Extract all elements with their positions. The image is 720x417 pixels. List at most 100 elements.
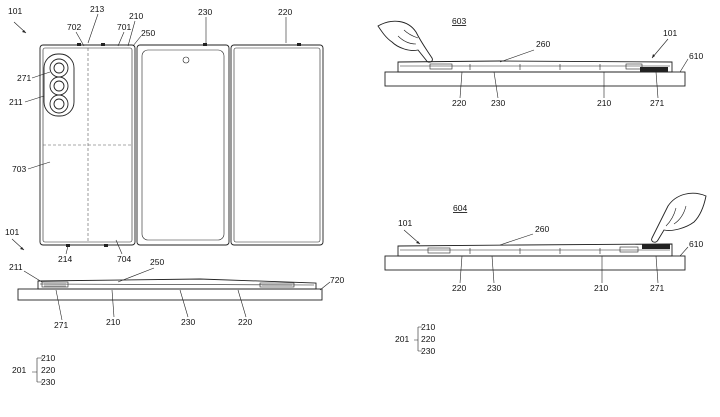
panel-middle [136, 44, 230, 246]
panel-604: 604 101 260 610 220 230 210 271 [384, 192, 707, 293]
panel-603: 603 101 260 610 220 230 210 271 [377, 16, 703, 108]
leader-260-603 [499, 49, 535, 63]
device-stack-604 [397, 243, 673, 257]
hinge-tab-3 [203, 43, 207, 46]
legend-left-item-2: 220 [41, 365, 55, 375]
leader-230-604 [491, 255, 495, 284]
camera-lens-2-core [53, 80, 65, 92]
device-module-604-b [619, 246, 639, 253]
leader-213 [87, 13, 99, 44]
label-704: 704 [117, 254, 131, 264]
label-260-603: 260 [536, 39, 550, 49]
hand-603-fingers [397, 29, 419, 45]
display-screen [141, 49, 225, 241]
label-210-604: 210 [594, 283, 608, 293]
leader-220-side [237, 289, 247, 318]
hand-604-icon [651, 192, 707, 243]
left-labels: 271 211 703 [9, 71, 51, 174]
camera-lens-3-icon [49, 94, 69, 114]
hand-604-fingers [665, 205, 687, 227]
camera-module [43, 53, 75, 117]
main-label-group: 101 [8, 6, 27, 34]
label-230-603: 230 [491, 98, 505, 108]
leader-720 [319, 281, 331, 291]
camera-lens-3-core [53, 98, 65, 110]
camera-lens-1-core [53, 62, 65, 74]
leader-703 [27, 161, 51, 170]
device-ticks-603 [469, 64, 601, 70]
camera-bump-603 [640, 67, 668, 72]
label-271-604: 271 [650, 283, 664, 293]
legend-right-item-3: 230 [421, 346, 435, 356]
device-stack-603 [397, 60, 673, 73]
label-101-603: 101 [663, 28, 677, 38]
leader-230-603 [493, 71, 499, 99]
side-hatch-left [44, 283, 66, 287]
legend-left-brace [32, 357, 42, 383]
label-230-side: 230 [181, 317, 195, 327]
camera-lens-1-icon [49, 58, 69, 78]
leader-250-top [132, 35, 142, 47]
folded-side-view: 101 211 250 720 271 210 230 220 [5, 227, 344, 330]
leader-271-side [55, 289, 63, 321]
label-703: 703 [12, 164, 26, 174]
legend-left: 201 210 220 230 [12, 353, 55, 387]
panel-left [39, 44, 136, 246]
label-702: 702 [67, 22, 81, 32]
label-220-603: 220 [452, 98, 466, 108]
leader-250-side [117, 267, 155, 283]
label-230-top: 230 [198, 7, 212, 17]
device-module-603-a [429, 63, 453, 70]
leader-210-side [111, 289, 115, 318]
camera-bump-604 [642, 244, 670, 249]
legend-right-main: 201 [395, 334, 409, 344]
leader-230-side [179, 289, 189, 318]
camera-lens-2-icon [49, 76, 69, 96]
label-220-604: 220 [452, 283, 466, 293]
leader-220-604 [459, 255, 463, 284]
table-603 [384, 71, 686, 87]
hinge-tab-6 [104, 244, 108, 247]
folded-stack [37, 278, 317, 290]
label-250-top: 250 [141, 28, 155, 38]
label-610-603: 610 [689, 51, 703, 61]
label-210-top: 210 [129, 11, 143, 21]
hinge-tab-4 [297, 43, 301, 46]
label-250-side: 250 [150, 257, 164, 267]
hinge-tab-5 [66, 244, 70, 247]
leader-101-603 [651, 38, 669, 59]
leader-702 [75, 31, 85, 47]
label-720: 720 [330, 275, 344, 285]
side-module-right [259, 282, 295, 288]
label-610-604: 610 [689, 239, 703, 249]
leader-260-604 [499, 233, 534, 246]
label-271-603: 271 [650, 98, 664, 108]
arrow-101 [22, 30, 26, 33]
arrow-101-side [20, 247, 24, 250]
leader-211-side [23, 270, 43, 283]
leader-271-604 [655, 255, 659, 284]
leader-610-603 [679, 58, 689, 73]
legend-right-item-1: 210 [421, 322, 435, 332]
label-210-603: 210 [597, 98, 611, 108]
panel-604-title: 604 [453, 203, 467, 213]
label-230-604: 230 [487, 283, 501, 293]
hinge-tab-1 [77, 43, 81, 46]
label-211: 211 [9, 97, 23, 107]
label-701: 701 [117, 22, 131, 32]
label-220-top: 220 [278, 7, 292, 17]
legend-right: 201 210 220 230 [395, 322, 435, 356]
legend-right-brace [414, 326, 422, 352]
panel-603-title: 603 [452, 16, 466, 26]
panel-right-inner [233, 47, 321, 243]
label-260-604: 260 [535, 224, 549, 234]
label-271-side: 271 [54, 320, 68, 330]
panel-right [230, 44, 324, 246]
side-camera-bump [41, 281, 69, 288]
hinge-tab-2 [101, 43, 105, 46]
top-labels: 213 702 701 210 250 230 220 [67, 4, 292, 47]
legend-left-item-3: 230 [41, 377, 55, 387]
label-271: 271 [17, 73, 31, 83]
leader-701 [117, 31, 125, 47]
